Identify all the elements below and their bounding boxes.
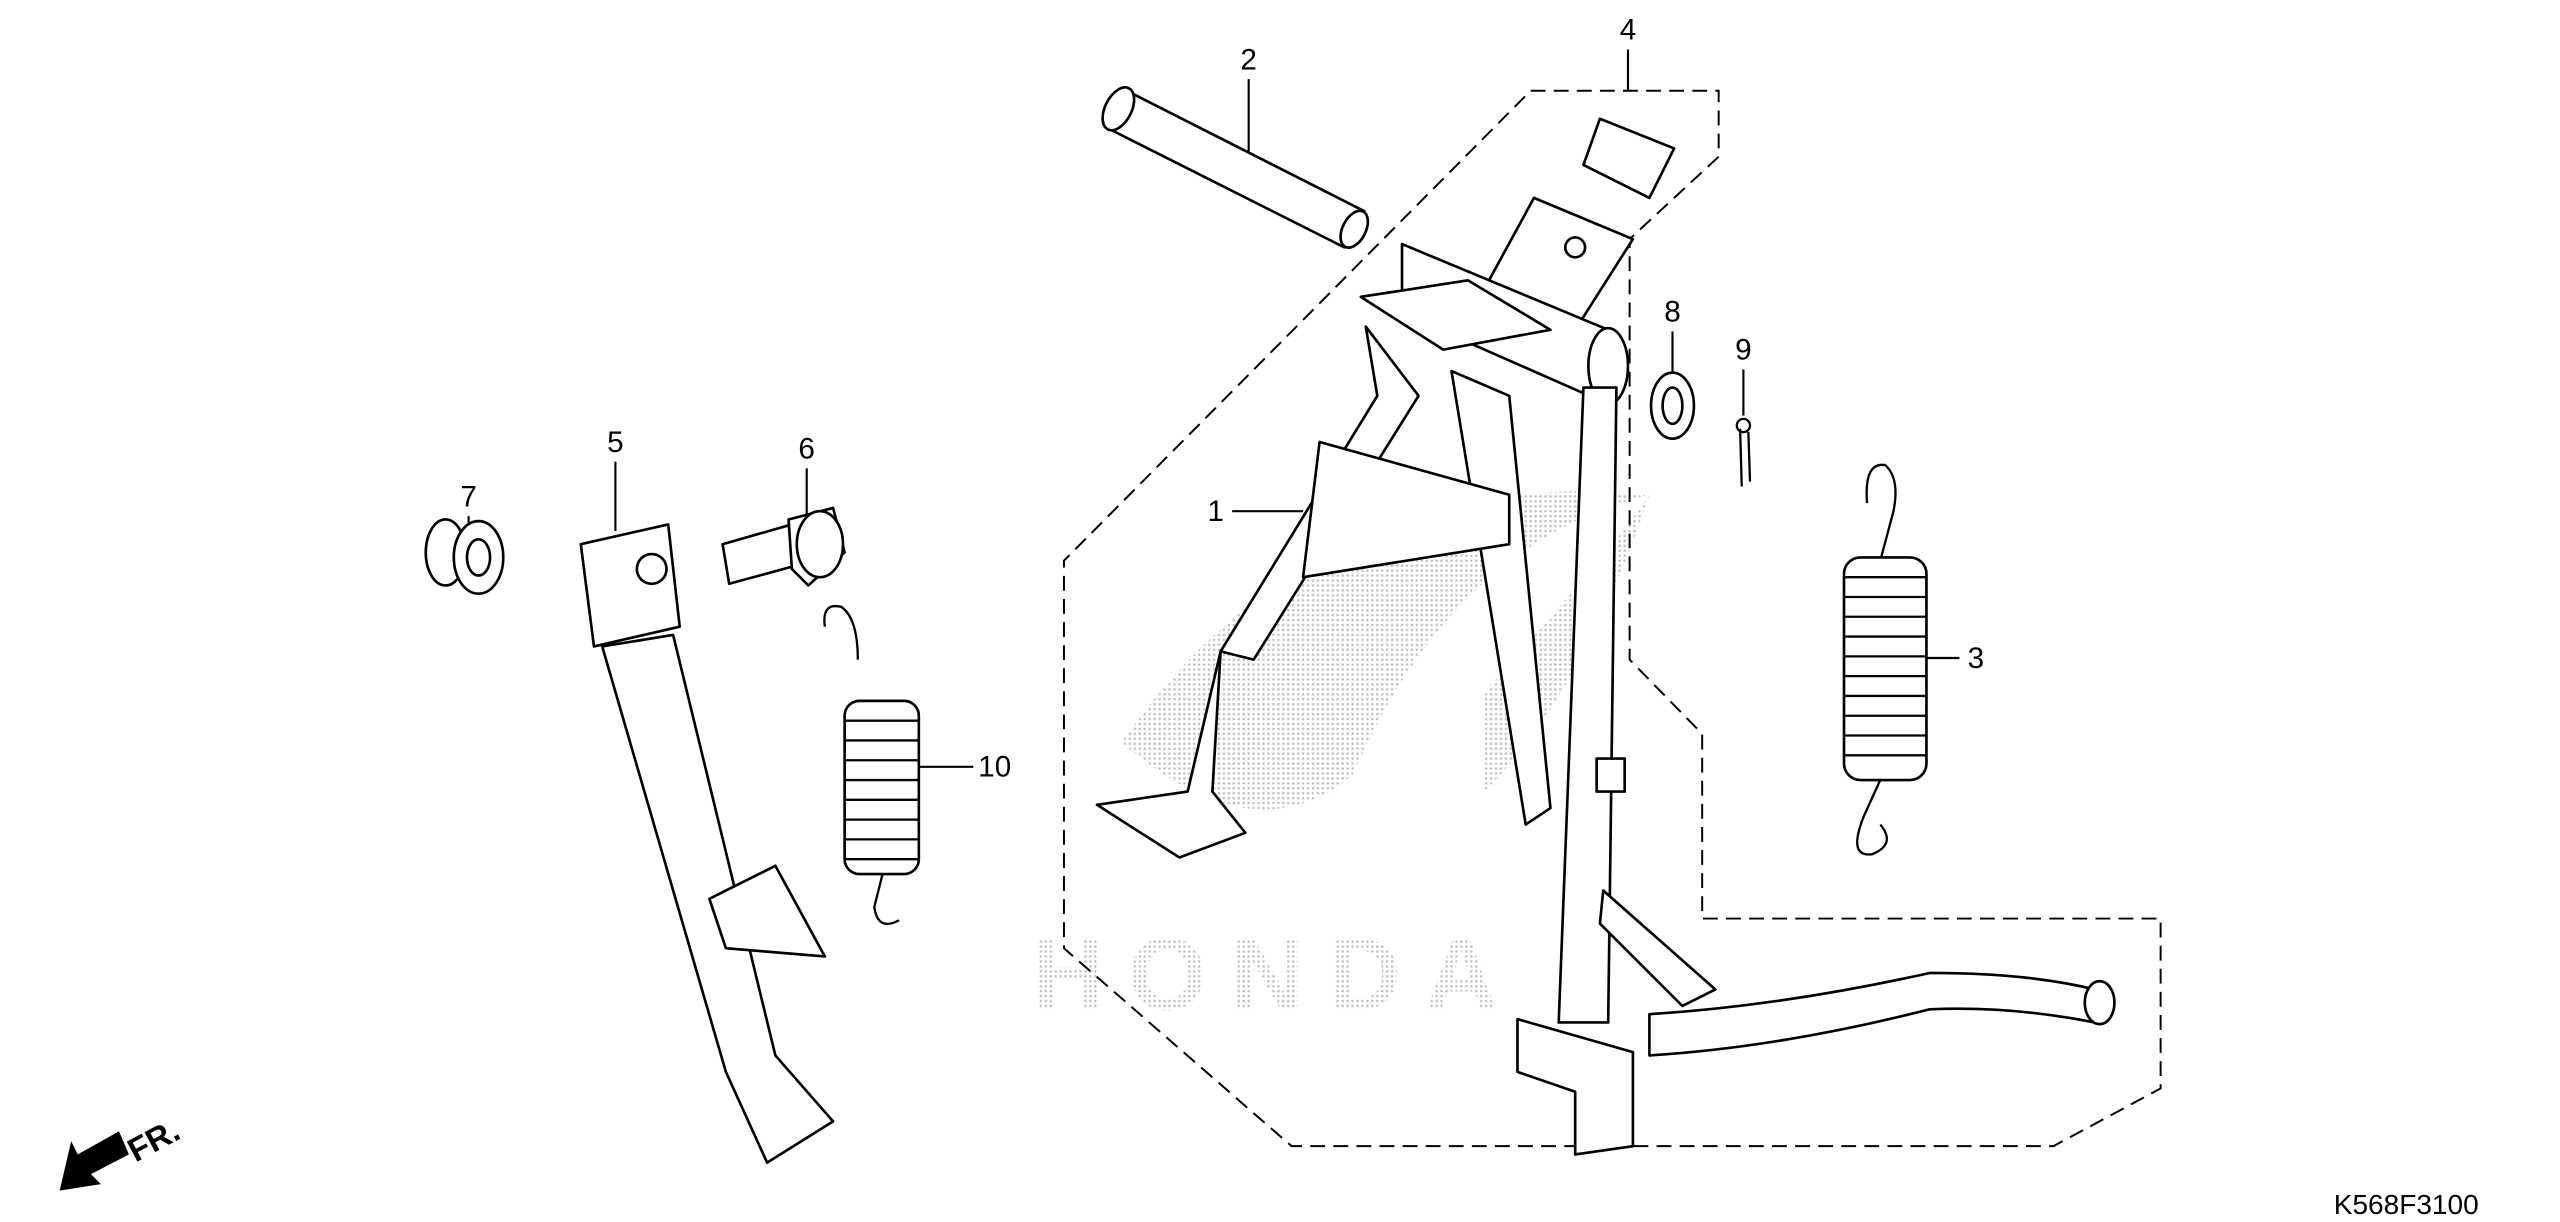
callout-number: 2 <box>1240 43 1257 76</box>
callout-2: 2 <box>1240 43 1257 152</box>
callout-8: 8 <box>1664 296 1681 373</box>
front-arrow-icon <box>59 1131 129 1191</box>
part-6-bolt <box>721 506 846 587</box>
callout-number: 5 <box>607 426 624 459</box>
callout-number: 3 <box>1968 642 1985 675</box>
front-direction-indicator: FR. <box>59 1111 186 1191</box>
callout-number: 10 <box>978 751 1011 784</box>
part-7-collar <box>424 518 505 596</box>
part-9-cotter-pin <box>1735 417 1752 487</box>
honda-watermark-text: HONDA <box>1031 916 1521 1031</box>
diagram-code: K568F3100 <box>2334 1189 2479 1220</box>
callout-number: 7 <box>460 480 477 513</box>
part-10-spring <box>823 604 921 925</box>
front-label: FR. <box>121 1111 185 1169</box>
part-8-washer <box>1649 371 1696 440</box>
part-3-spring <box>1842 463 1928 856</box>
callout-number: 8 <box>1664 296 1681 329</box>
callout-number: 9 <box>1735 334 1752 367</box>
part-4-main-stand <box>1095 117 2116 1156</box>
callout-5: 5 <box>607 426 624 532</box>
callout-10: 10 <box>918 751 1011 784</box>
part-2-pin <box>1101 86 1370 249</box>
callout-9: 9 <box>1735 334 1752 416</box>
callout-4: 4 <box>1620 14 1637 91</box>
callout-number: 1 <box>1207 495 1224 528</box>
callout-number: 4 <box>1620 14 1637 47</box>
callout-number: 6 <box>798 432 815 465</box>
assembly-4-outline <box>1062 89 2162 1148</box>
part-5-side-stand <box>579 523 835 1164</box>
callout-6: 6 <box>798 432 815 515</box>
callout-3: 3 <box>1926 642 1984 675</box>
callout-7: 7 <box>460 480 477 525</box>
callout-1: 1 <box>1207 495 1304 528</box>
